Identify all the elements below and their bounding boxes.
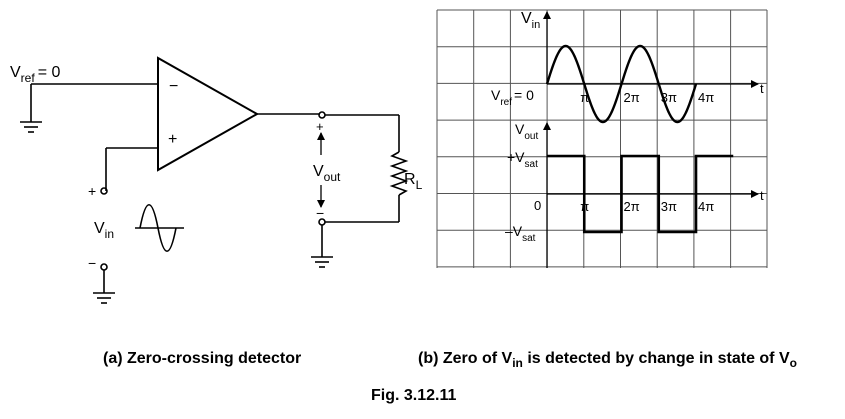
bottom-t-label: t xyxy=(760,188,764,203)
vin-plot xyxy=(545,44,698,124)
caption-b-middle: is detected by change in state of V xyxy=(522,350,790,367)
waveform-labels: Vin t Vref= 0 Vout +Vsat 0 t –Vsat xyxy=(491,10,764,244)
vout-minus-label: − xyxy=(316,205,324,221)
top-t-label: t xyxy=(760,81,764,96)
vout-plot xyxy=(547,154,734,234)
minus-vsat-label: –Vsat xyxy=(505,223,536,244)
opamp-plus-label: + xyxy=(168,131,177,148)
figure-number: Fig. 3.12.11 xyxy=(371,387,457,404)
vref-label: Vref= 0 xyxy=(10,64,60,85)
vin-label: Vin xyxy=(94,220,114,241)
zero-label: 0 xyxy=(534,198,541,213)
top-tick-label: 4π xyxy=(698,90,714,105)
opamp-minus-label: − xyxy=(169,78,178,95)
top-tick-label: 2π xyxy=(624,90,640,105)
vout-plus-terminal xyxy=(318,111,326,119)
caption-a: (a) Zero-crossing detector xyxy=(103,350,302,367)
circuit-diagram xyxy=(20,56,409,304)
caption-b: (b) Zero of Vin is detected by change in… xyxy=(418,350,797,370)
sine-source-icon xyxy=(135,204,184,252)
vin-minus-label: − xyxy=(88,255,96,271)
caption-b-prefix: (b) Zero of V xyxy=(418,350,513,367)
plus-vsat-label: +Vsat xyxy=(507,149,538,170)
vref-ground-icon xyxy=(20,121,42,133)
opamp-triangle xyxy=(157,56,260,172)
waveform-grid xyxy=(436,9,768,268)
vin-plus-terminal xyxy=(100,187,108,195)
bottom-tick-label: π xyxy=(580,199,589,214)
bottom-tick-label: 2π xyxy=(624,199,640,214)
bottom-tick-label: 4π xyxy=(698,199,714,214)
vout-label: Vout xyxy=(313,163,341,184)
waveform-axes xyxy=(543,11,759,268)
caption-b-sub1: in xyxy=(512,356,523,371)
caption-b-sub2: o xyxy=(789,356,797,371)
circuit-labels: Vref= 0 − + + Vin − + Vout − RL xyxy=(10,64,423,271)
vref-axis-label: Vref= 0 xyxy=(491,87,534,108)
vout-square-wave xyxy=(547,154,734,234)
load-resistor xyxy=(389,151,409,196)
vout-axis-label: Vout xyxy=(515,121,538,142)
vin-plus-label: + xyxy=(88,183,96,199)
rl-label: RL xyxy=(404,171,423,192)
vout-ground-icon xyxy=(311,256,333,268)
vin-sine-wave xyxy=(545,44,698,124)
vin-axis-label: Vin xyxy=(521,10,540,31)
top-tick-label: π xyxy=(580,90,589,105)
vout-plus-label: + xyxy=(316,119,324,134)
tick-labels: π 2π 3π 4π π 2π 3π 4π xyxy=(580,90,714,214)
vin-minus-terminal xyxy=(100,263,108,271)
vin-ground-icon xyxy=(93,292,115,304)
top-tick-label: 3π xyxy=(661,90,677,105)
bottom-tick-label: 3π xyxy=(661,199,677,214)
